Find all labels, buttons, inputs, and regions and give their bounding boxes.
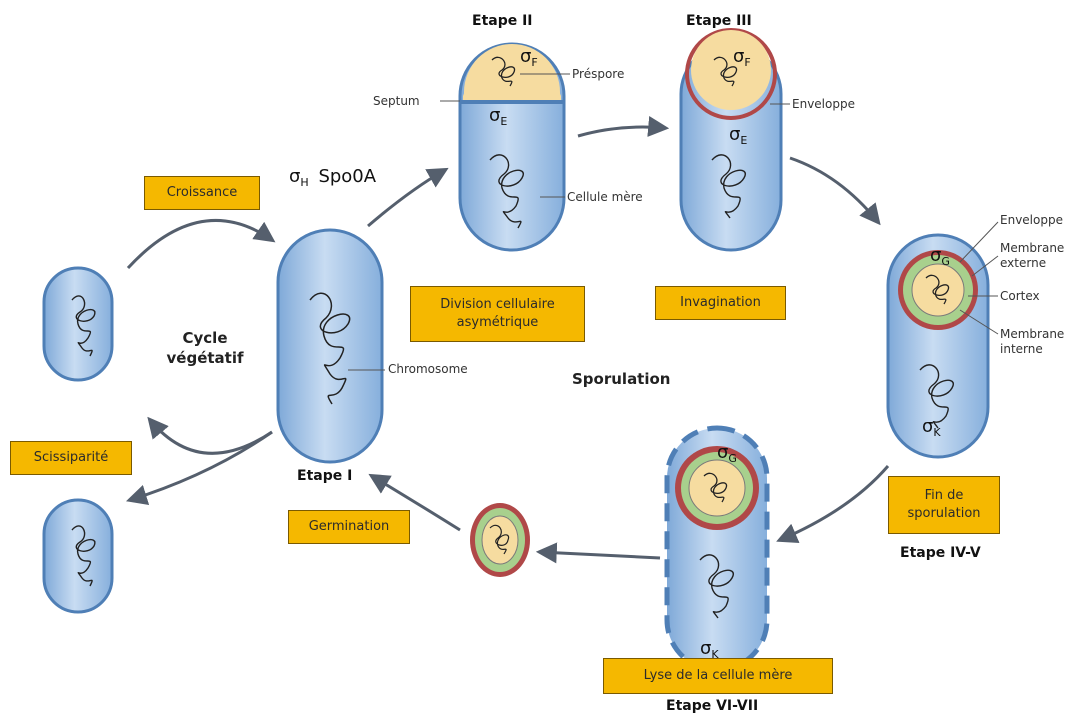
fin-label-line1: Fin de <box>925 487 964 505</box>
germination-label: Germination <box>309 518 390 536</box>
arrow-croissance <box>128 220 272 268</box>
stage45-title: Etape IV-V <box>900 545 981 561</box>
sigma-symbol: σ <box>489 105 500 126</box>
sporulation-label: Sporulation <box>572 369 670 389</box>
vegetative-cell-top <box>44 268 112 380</box>
cycle-vegetatif-label: Cycle végétatif <box>150 328 260 369</box>
arrow-to-stage67 <box>780 466 888 540</box>
enveloppe-label: Enveloppe <box>1000 213 1063 228</box>
sigma-symbol: σ <box>520 46 531 67</box>
germination-box: Germination <box>288 510 410 544</box>
sigma-g-subscript: G <box>941 255 950 268</box>
arrow-to-stage2 <box>368 170 445 226</box>
stage1-cell <box>278 230 385 462</box>
sigma-symbol: σ <box>930 245 941 266</box>
sigma-k-stage67: σK <box>700 638 719 661</box>
sigma-symbol: σ <box>289 166 300 187</box>
sigma-k-subscript: K <box>711 648 718 661</box>
sigma-h-spo0a: σH Spo0A <box>289 166 376 189</box>
sigma-f-stage3: σF <box>733 46 751 69</box>
stage1-title: Etape I <box>297 468 352 484</box>
sigma-e-subscript: E <box>500 115 507 128</box>
sigma-g-stage45: σG <box>930 245 950 268</box>
arrow-to-spore <box>540 552 660 558</box>
sigma-e-subscript: E <box>740 134 747 147</box>
vegetative-cell-bottom <box>44 500 112 612</box>
sigma-symbol: σ <box>729 124 740 145</box>
sigma-e-stage2: σE <box>489 105 507 128</box>
fin-label-line2: sporulation <box>907 505 980 523</box>
cellule-mere-label: Cellule mère <box>567 190 643 205</box>
division-box: Division cellulaire asymétrique <box>410 286 585 342</box>
croissance-box: Croissance <box>144 176 260 210</box>
invagination-label: Invagination <box>680 294 761 312</box>
stage67-title: Etape VI-VII <box>666 698 758 714</box>
sigma-k-subscript: K <box>933 426 940 439</box>
sigma-f-stage2: σF <box>520 46 538 69</box>
chromosome-label: Chromosome <box>388 362 468 377</box>
sigma-symbol: σ <box>922 416 933 437</box>
sigma-h-subscript: H <box>300 176 308 189</box>
sigma-symbol: σ <box>700 638 711 659</box>
membrane-interne-label: Membrane interne <box>1000 327 1064 357</box>
sigma-symbol: σ <box>733 46 744 67</box>
arrow-scissiparite-down <box>130 432 272 500</box>
lyse-box: Lyse de la cellule mère <box>603 658 833 694</box>
sigma-e-stage3: σE <box>729 124 747 147</box>
cycle-line1: Cycle <box>150 328 260 348</box>
membrane-externe-line1: Membrane <box>1000 241 1064 256</box>
stage2-cell <box>440 44 570 250</box>
scissiparite-label: Scissiparité <box>34 449 108 467</box>
septum-label: Septum <box>373 94 420 109</box>
arrow-to-stage3 <box>578 127 665 136</box>
prespore-label: Préspore <box>572 67 624 82</box>
lyse-label: Lyse de la cellule mère <box>644 667 793 685</box>
membrane-interne-line2: interne <box>1000 342 1064 357</box>
croissance-label: Croissance <box>167 184 238 202</box>
cortex-label: Cortex <box>1000 289 1040 304</box>
spo0a-label: Spo0A <box>318 166 376 187</box>
arrow-to-stage45 <box>790 158 878 222</box>
free-spore <box>470 503 530 577</box>
membrane-externe-line2: externe <box>1000 256 1064 271</box>
fin-sporulation-box: Fin de sporulation <box>888 476 1000 534</box>
sigma-symbol: σ <box>717 442 728 463</box>
cycle-line2: végétatif <box>150 348 260 368</box>
enveloppe-stage3-label: Enveloppe <box>792 97 855 112</box>
sigma-k-stage45: σK <box>922 416 941 439</box>
sigma-g-subscript: G <box>728 452 737 465</box>
invagination-box: Invagination <box>655 286 786 320</box>
sigma-f-subscript: F <box>744 56 750 69</box>
stage3-title: Etape III <box>686 13 752 29</box>
sigma-f-subscript: F <box>531 56 537 69</box>
scissiparite-box: Scissiparité <box>10 441 132 475</box>
sigma-g-stage67: σG <box>717 442 737 465</box>
division-label-line2: asymétrique <box>457 314 539 332</box>
stage2-title: Etape II <box>472 13 533 29</box>
membrane-externe-label: Membrane externe <box>1000 241 1064 271</box>
division-label-line1: Division cellulaire <box>440 296 555 314</box>
membrane-interne-line1: Membrane <box>1000 327 1064 342</box>
arrow-scissiparite-up <box>150 420 272 453</box>
